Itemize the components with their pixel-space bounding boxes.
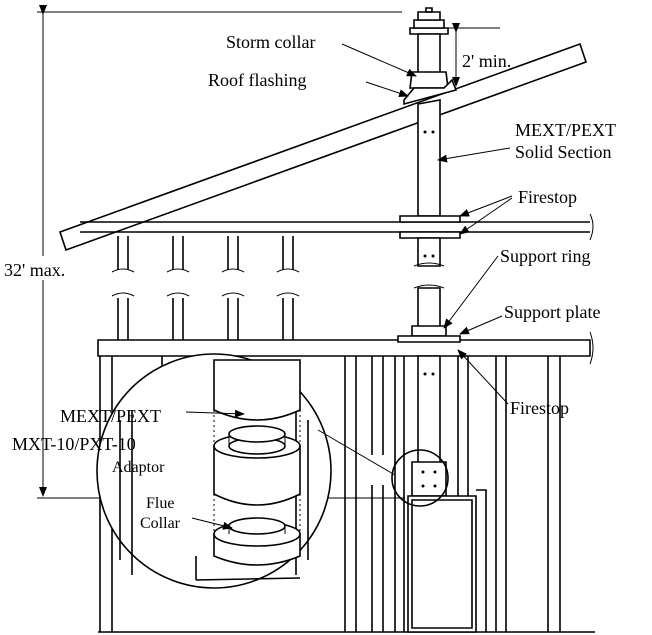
roof — [58, 42, 594, 252]
label-solid-section-1: MEXT/PEXT — [515, 120, 616, 140]
label-storm-collar: Storm collar — [226, 32, 315, 52]
label-roof-flashing: Roof flashing — [208, 70, 307, 90]
label-inset-collar-1: Flue — [146, 495, 174, 512]
label-support-plate: Support plate — [504, 302, 601, 322]
label-firestop-lower: Firestop — [510, 398, 569, 418]
label-inset-pipe: MEXT/PEXT — [60, 406, 161, 426]
ceiling-joists — [111, 236, 300, 340]
label-firestop-upper: Firestop — [518, 187, 577, 207]
clearance-dimension — [444, 23, 500, 87]
vent-pipe — [397, 7, 461, 497]
height-dimension — [37, 5, 405, 499]
inset-detail — [96, 353, 449, 589]
leader-lines — [185, 43, 513, 530]
wall-studs — [98, 356, 595, 633]
labels: Storm collar Roof flashing 2' min. MEXT/… — [4, 32, 616, 532]
label-inset-collar-2: Collar — [140, 515, 181, 532]
label-max-height: 32' max. — [4, 260, 65, 280]
label-clearance: 2' min. — [462, 51, 511, 71]
label-support-ring: Support ring — [500, 246, 591, 266]
label-inset-adaptor-1: MXT-10/PXT-10 — [12, 434, 136, 454]
label-solid-section-2: Solid Section — [515, 142, 612, 162]
label-inset-adaptor-2: Adaptor — [112, 459, 165, 476]
water-heater-unit — [407, 489, 487, 633]
